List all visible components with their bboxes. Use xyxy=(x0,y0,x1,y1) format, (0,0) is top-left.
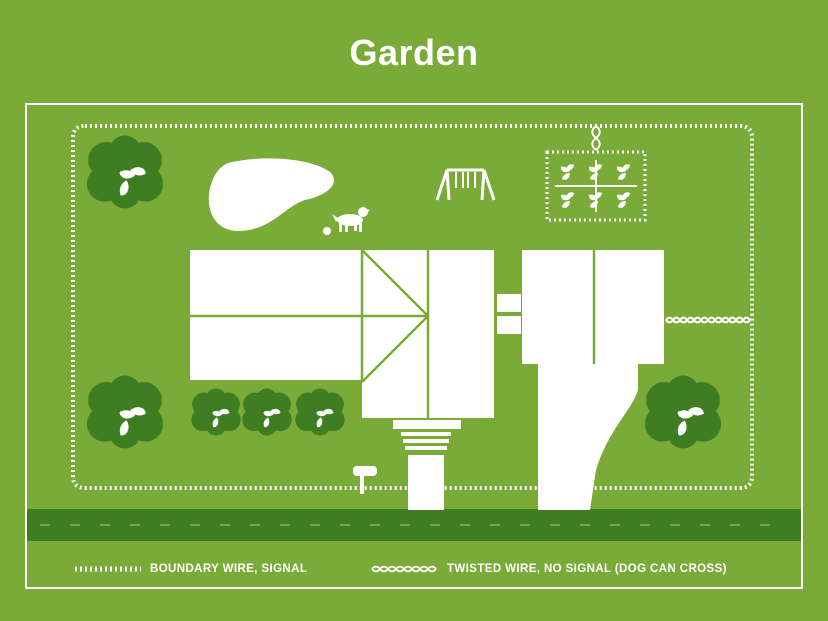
legend-twisted-label: TWISTED WIRE, NO SIGNAL (DOG CAN CROSS) xyxy=(447,563,727,575)
shrub-icon xyxy=(86,375,164,449)
shrub-icon xyxy=(191,388,241,436)
shrub-icon xyxy=(86,135,164,209)
shrub-icon xyxy=(295,388,345,436)
swing-set-icon xyxy=(435,168,496,201)
twisted-wire-top xyxy=(591,125,601,151)
ball-icon xyxy=(323,227,331,235)
road-icon xyxy=(27,509,801,541)
garage-icon xyxy=(522,250,664,364)
mailbox-icon xyxy=(353,466,377,494)
legend-boundary-label: BOUNDARY WIRE, SIGNAL xyxy=(150,563,308,575)
house-icon xyxy=(190,249,521,418)
vegetable-bed-icon xyxy=(545,150,647,222)
boundary-wire xyxy=(71,124,754,490)
pond-icon xyxy=(208,158,334,232)
front-steps xyxy=(393,420,461,450)
page-title: Garden xyxy=(349,32,479,73)
twisted-wire-right xyxy=(665,316,751,324)
driveway-icon xyxy=(538,364,638,510)
front-walkway xyxy=(408,455,444,510)
twisted-wire-icon xyxy=(371,565,437,573)
diagram-frame xyxy=(25,103,803,589)
shrub-icon xyxy=(242,388,292,436)
dog-icon xyxy=(332,207,370,232)
shrub-icon xyxy=(644,375,722,449)
